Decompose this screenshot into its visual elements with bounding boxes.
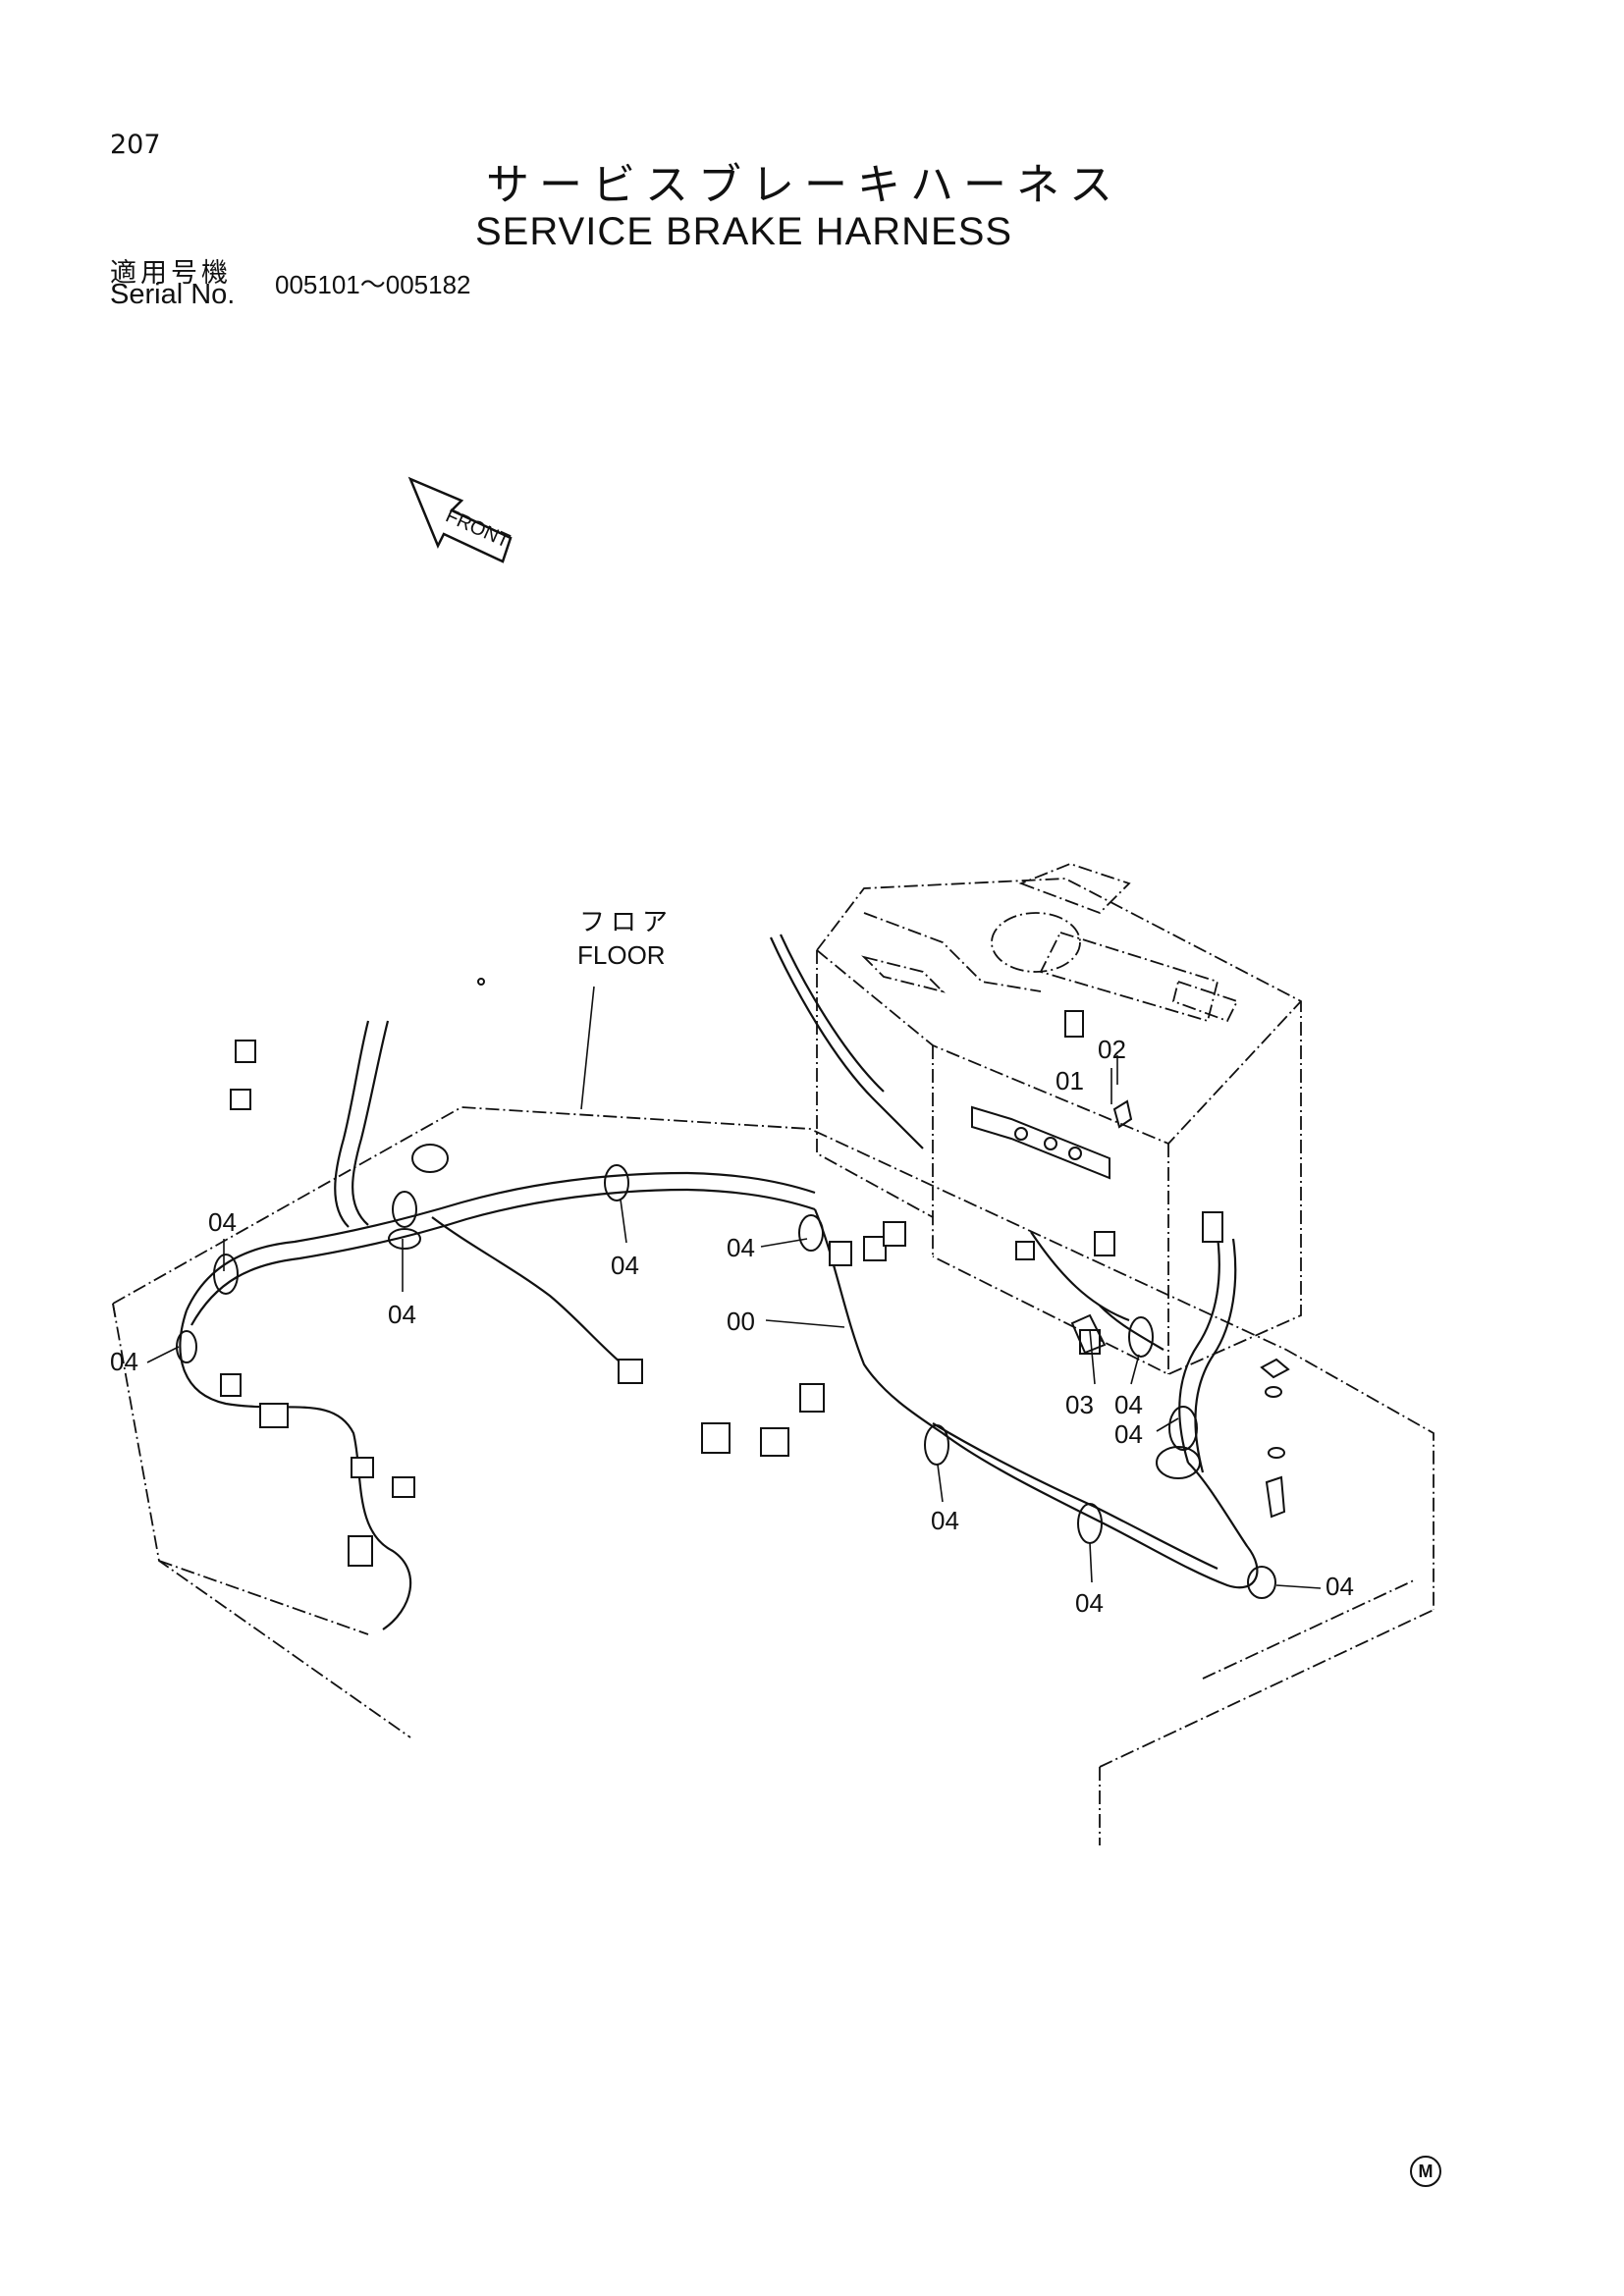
callout-04: 04	[1075, 1588, 1104, 1618]
floor-label: FLOOR	[577, 940, 666, 970]
callout-04: 04	[388, 1300, 416, 1329]
serial-label-japanese: 適用号機	[110, 258, 232, 289]
page-title: SERVICE BRAKE HARNESS	[475, 210, 1013, 253]
mounting-bracket	[971, 1099, 1290, 1519]
page-number: 207	[110, 130, 161, 160]
callout-02: 02	[1098, 1035, 1126, 1064]
main-harness	[179, 934, 1259, 1630]
leader-lines	[146, 986, 1322, 1589]
floor-label-japanese: フロア	[579, 907, 674, 936]
front-arrow-icon: FRONT	[407, 476, 513, 563]
clamps	[176, 978, 1276, 1599]
callout-04: 04	[727, 1233, 755, 1262]
battery-box	[816, 863, 1302, 1375]
callout-01: 01	[1056, 1066, 1084, 1095]
callout-04: 04	[110, 1347, 138, 1376]
callout-04: 04	[611, 1251, 639, 1280]
serial-label: Serial No.	[110, 279, 236, 310]
callout-03: 03	[1065, 1390, 1094, 1419]
callout-04: 04	[931, 1506, 959, 1535]
callout-00: 00	[727, 1307, 755, 1336]
page-title-japanese: サービスブレーキハーネス	[486, 160, 1122, 210]
manufacturer-mark-icon: M	[1410, 2156, 1441, 2187]
callout-04: 04	[1326, 1572, 1354, 1601]
connectors	[220, 1010, 1223, 1567]
floor-plate	[112, 1106, 1435, 1845]
serial-range: 005101～005182	[275, 270, 471, 299]
callout-04: 04	[1114, 1390, 1143, 1419]
callout-04: 04	[208, 1207, 237, 1237]
callout-04: 04	[1114, 1419, 1143, 1449]
